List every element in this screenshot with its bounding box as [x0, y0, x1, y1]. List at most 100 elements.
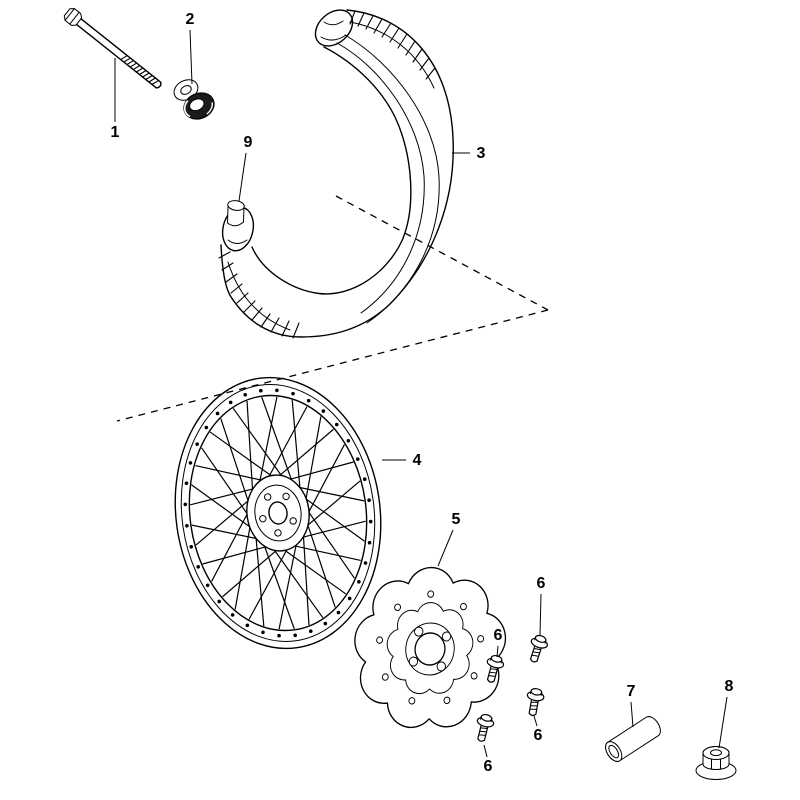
leader-line-7 [630, 701, 634, 728]
part-label-4: 4 [382, 452, 422, 469]
wheel-rim-inner [188, 394, 368, 632]
axle-nut [183, 92, 215, 120]
spoke-nipple [243, 393, 248, 397]
part-number-5: 5 [452, 511, 461, 528]
nut-top-face [702, 746, 730, 760]
spoke-nipple [228, 400, 233, 405]
hub-bolt-hole [259, 514, 267, 523]
spoke-nipple [196, 565, 201, 569]
part-label-2: 2 [186, 11, 195, 85]
wheel-spoke [202, 545, 270, 565]
axle-spacer [605, 716, 661, 762]
wheel-spoke [271, 546, 324, 619]
part-label-6b: 6 [494, 627, 503, 658]
disc-vent-hole [443, 696, 451, 705]
part-number-6a: 6 [537, 575, 546, 592]
disc-bolt [472, 712, 496, 744]
disc-inner-wave [386, 602, 474, 695]
leader-line-8 [718, 696, 728, 749]
wheel-spoke [305, 444, 345, 518]
spoke-nipple [230, 613, 235, 617]
spoke-nipple [308, 629, 313, 633]
spoked-wheel [174, 376, 382, 650]
wheel-spoke [304, 416, 322, 505]
wheel-spoke [246, 400, 254, 496]
part-label-6a: 6 [537, 575, 546, 636]
brake-disc [354, 566, 507, 729]
wheel-spoke [302, 530, 310, 626]
spoke-nipple [217, 599, 222, 604]
wheel-spoke [281, 547, 347, 595]
part-label-7: 7 [627, 683, 636, 728]
leader-line-6d [483, 744, 488, 758]
axle-bolt [63, 8, 162, 89]
spoke-nipple [245, 623, 250, 628]
wheel-spoke [303, 480, 361, 530]
spoke-nipple [363, 561, 368, 565]
hub-bolt-hole [289, 517, 297, 525]
hub-bolt-hole [282, 492, 290, 501]
part-number-2: 2 [186, 11, 195, 28]
part-label-8: 8 [718, 678, 734, 749]
spoke-nipple [357, 580, 361, 584]
tire-top-opening [314, 9, 354, 47]
wheel-spokes [183, 388, 373, 638]
part-label-5: 5 [437, 511, 461, 567]
part-label-1: 1 [111, 58, 120, 141]
wheel-spoke [278, 539, 298, 630]
part-number-1: 1 [111, 124, 120, 141]
tire-sidewall-line-1 [336, 42, 425, 314]
wheel-spoke [195, 496, 253, 546]
wheel-spoke [304, 506, 355, 579]
spoke-nipple [185, 524, 189, 528]
wheel-spoke [305, 519, 336, 608]
disc-mount-hole [441, 631, 452, 642]
wheel-spoke [291, 399, 302, 494]
wheel-rim-mid [180, 384, 376, 642]
wheel-spoke [190, 487, 258, 506]
leader-line-2 [189, 29, 193, 85]
spoke-nipple [346, 439, 351, 443]
wheel-spoke [266, 406, 308, 481]
axle-flange-nut [695, 746, 737, 780]
wheel-spoke [286, 461, 354, 481]
disc-vent-hole [427, 590, 435, 598]
spoke-nipple [334, 422, 339, 427]
tire [218, 9, 454, 339]
part-number-8: 8 [725, 678, 734, 695]
wheel-spoke [262, 540, 295, 630]
part-number-7: 7 [627, 683, 636, 700]
spoke-nipple [215, 411, 220, 416]
wheel-spoke [301, 495, 365, 542]
part-number-3: 3 [477, 145, 486, 162]
part-number-6c: 6 [534, 727, 543, 744]
part-number-9: 9 [244, 134, 253, 151]
wheel-spoke [258, 396, 278, 487]
disc-mount-hole [408, 656, 419, 667]
disc-bolt [523, 686, 546, 718]
spoke-nipple [321, 409, 326, 413]
tire-tread-marks [218, 10, 436, 339]
leader-line-5 [437, 529, 454, 567]
wheel-spoke [254, 532, 265, 627]
wheel-spoke [234, 521, 252, 610]
wheel-hub-mid [254, 484, 302, 542]
spoke-nipple [336, 610, 341, 615]
disc-outer-wave [354, 566, 507, 729]
spoke-nipple [261, 630, 265, 635]
wheel-outer-rim [174, 376, 382, 650]
spoke-nipple [367, 498, 371, 502]
disc-center-hole [414, 632, 446, 666]
rim-sleeve [227, 200, 245, 227]
wheel-spoke [261, 396, 294, 486]
axle-bolt-threads [120, 55, 159, 85]
disc-vent-hole [394, 603, 402, 612]
disc-hub-ring [405, 622, 455, 676]
spoke-nipple [362, 477, 367, 481]
part-label-9: 9 [238, 134, 253, 202]
spoke-nipple [189, 545, 194, 549]
wheel-spoke [232, 407, 285, 480]
part-labels: 1 2 3 4 5 6 6 6 [111, 11, 734, 775]
disc-bolt [524, 632, 551, 665]
